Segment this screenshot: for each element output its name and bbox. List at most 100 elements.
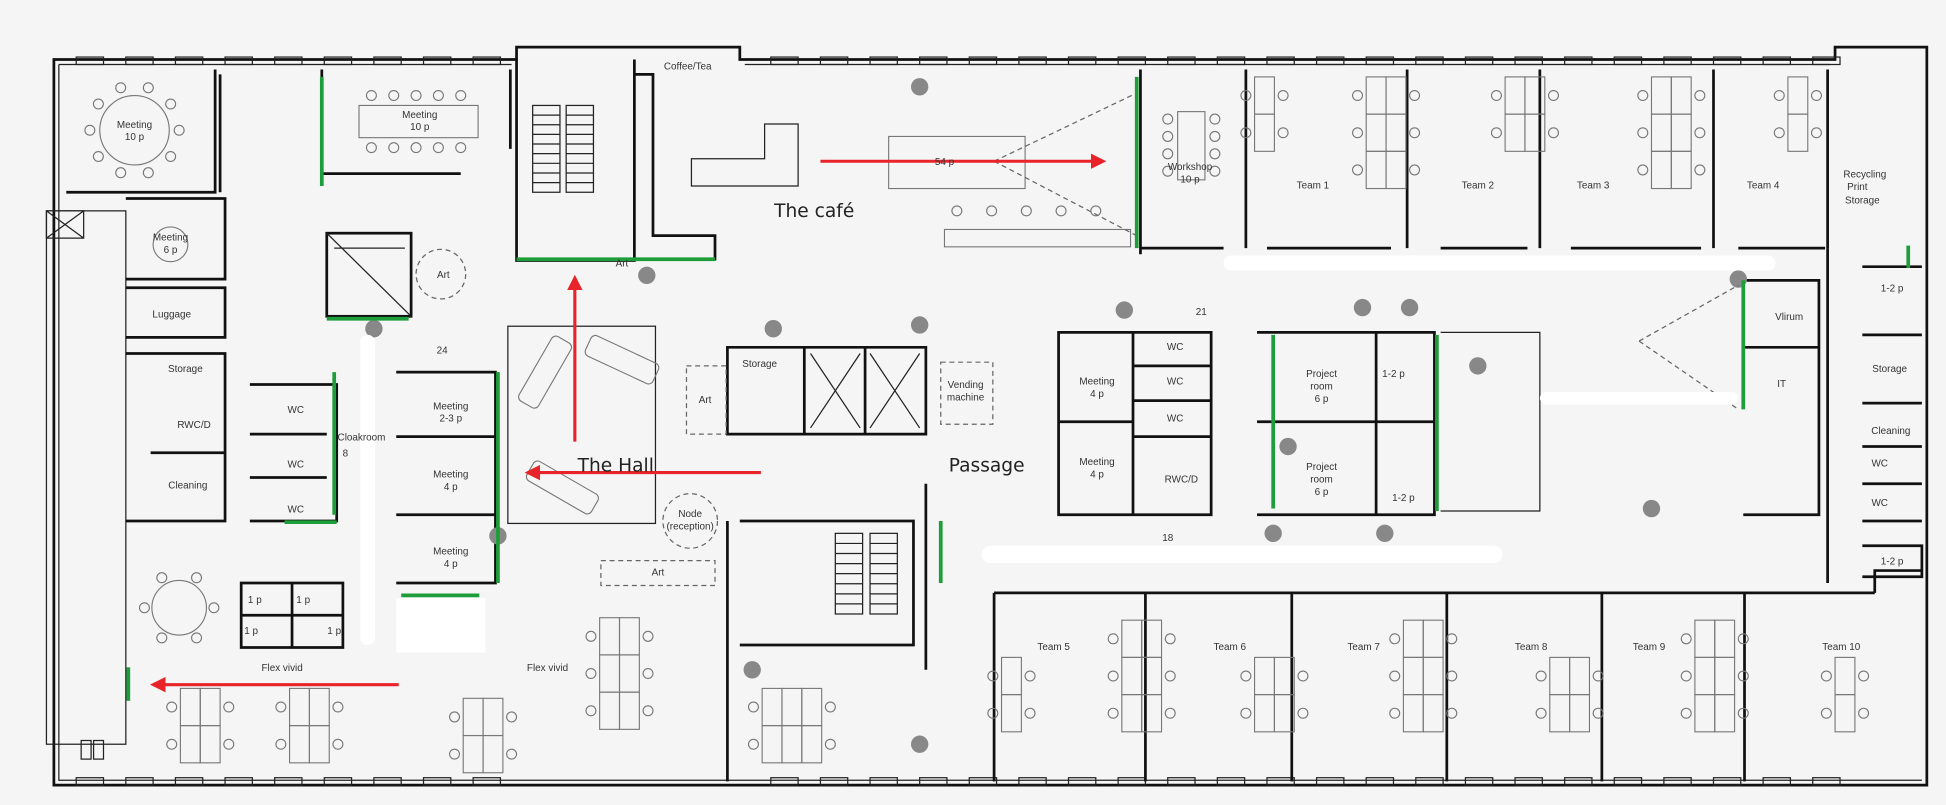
chair (1446, 633, 1458, 645)
chair (156, 572, 168, 584)
chair (1351, 164, 1364, 176)
room-team-8[interactable]: Team 8 (1515, 642, 1548, 653)
stair-flight (565, 104, 595, 193)
room-wc[interactable]: WC (1871, 498, 1888, 509)
room-storage: Storage (1845, 195, 1880, 206)
desk (199, 725, 221, 764)
room-team-6[interactable]: Team 6 (1214, 642, 1247, 653)
room-phone-booth[interactable]: 1-2 p (1881, 556, 1904, 567)
chair (115, 82, 127, 94)
desk (1385, 113, 1407, 152)
window (1315, 777, 1345, 786)
chair (142, 167, 154, 179)
pod[interactable]: 1 p (327, 626, 341, 637)
desk (599, 691, 621, 730)
room-rwcd-mid[interactable]: RWC/D (1165, 475, 1198, 486)
window (1464, 56, 1494, 66)
room-storage-left[interactable]: Storage (168, 364, 203, 375)
route-arrows (150, 153, 1107, 693)
desk (199, 687, 221, 727)
window-mullions (75, 56, 1841, 786)
room-meeting-4p[interactable]: Meeting (1079, 377, 1114, 388)
room-wc[interactable]: WC (288, 504, 305, 515)
pod[interactable]: 1 p (244, 626, 258, 637)
room-cleaning-left[interactable]: Cleaning (168, 481, 207, 492)
window (323, 56, 353, 66)
room-team-4[interactable]: Team 4 (1747, 181, 1780, 192)
window (1067, 777, 1097, 786)
chair (1680, 707, 1692, 719)
room-meeting-6p[interactable]: Meeting (153, 233, 188, 244)
desk (1569, 694, 1591, 733)
room-team-1[interactable]: Team 1 (1297, 181, 1330, 192)
room-rwcd-left[interactable]: RWC/D (177, 420, 210, 431)
desk (1254, 76, 1275, 115)
chair (1547, 89, 1560, 102)
chair (1773, 89, 1785, 102)
room-wc[interactable]: WC (288, 405, 305, 416)
room-wc[interactable]: WC (1167, 377, 1184, 388)
room-meeting-2-3p[interactable]: Meeting (433, 401, 468, 412)
room-team-7[interactable]: Team 7 (1347, 642, 1380, 653)
chair (156, 632, 168, 644)
room-storage-right[interactable]: Storage (1872, 364, 1907, 375)
node-reception[interactable]: Node (678, 509, 702, 520)
room-team-3[interactable]: Team 3 (1577, 181, 1610, 192)
room-team-9[interactable]: Team 9 (1633, 642, 1666, 653)
room-meeting-4p[interactable]: Meeting (433, 546, 468, 557)
window (1514, 777, 1543, 786)
room-team-10[interactable]: Team 10 (1822, 642, 1860, 653)
room-project-sub: room (1310, 475, 1333, 486)
pod[interactable]: 1 p (248, 595, 262, 606)
window (1564, 777, 1593, 786)
desk (1385, 76, 1407, 115)
window (1415, 777, 1444, 786)
desk (1714, 619, 1736, 658)
chair (1209, 148, 1221, 160)
chair (506, 748, 518, 760)
chair (275, 701, 287, 713)
room-meeting-4p[interactable]: Meeting (433, 470, 468, 481)
room-phone-booth[interactable]: 1-2 p (1382, 369, 1405, 380)
room-it[interactable]: IT (1777, 379, 1786, 390)
room-wc[interactable]: WC (1167, 414, 1184, 425)
room-storage-mid[interactable]: Storage (742, 359, 777, 370)
window (1365, 56, 1395, 66)
window (1712, 777, 1742, 786)
room-wc[interactable]: WC (1871, 458, 1888, 469)
window (1018, 56, 1047, 66)
window (1613, 56, 1643, 66)
desk (1834, 694, 1856, 733)
pod[interactable]: 1 p (296, 595, 310, 606)
window (323, 777, 353, 786)
room-workshop[interactable]: Workshop (1168, 162, 1213, 173)
room-team-5[interactable]: Team 5 (1037, 642, 1070, 653)
room-project-b[interactable]: Project (1306, 462, 1337, 473)
desk (1365, 150, 1387, 190)
room-capacity: 10 p (125, 132, 145, 143)
window (869, 777, 898, 786)
room-wc[interactable]: WC (1167, 342, 1184, 353)
room-recycling[interactable]: Recycling (1843, 169, 1886, 180)
room-project-a[interactable]: Project (1306, 369, 1337, 380)
room-phone-booth[interactable]: 1-2 p (1881, 283, 1904, 294)
vending-machine: Vending (948, 380, 984, 391)
room-meeting-10p-round[interactable]: Meeting (117, 120, 152, 131)
room-vlirum[interactable]: Vlirum (1775, 312, 1803, 323)
room-cloakroom[interactable]: Cloakroom (338, 432, 386, 443)
room-meeting-10p[interactable]: Meeting (402, 110, 437, 121)
area-label-cafe: The café (773, 201, 854, 222)
room-phone-booth[interactable]: 1-2 p (1392, 493, 1415, 504)
desk (761, 725, 783, 764)
room-team-2[interactable]: Team 2 (1462, 181, 1495, 192)
room-luggage[interactable]: Luggage (152, 310, 191, 321)
chair (455, 142, 467, 154)
chair (1737, 633, 1749, 645)
chair (1020, 205, 1032, 217)
room-meeting-4p[interactable]: Meeting (1079, 457, 1114, 468)
chair (455, 89, 467, 102)
window (968, 777, 998, 786)
furniture (84, 76, 1870, 774)
room-cleaning-right[interactable]: Cleaning (1871, 426, 1910, 437)
room-wc[interactable]: WC (288, 460, 305, 471)
